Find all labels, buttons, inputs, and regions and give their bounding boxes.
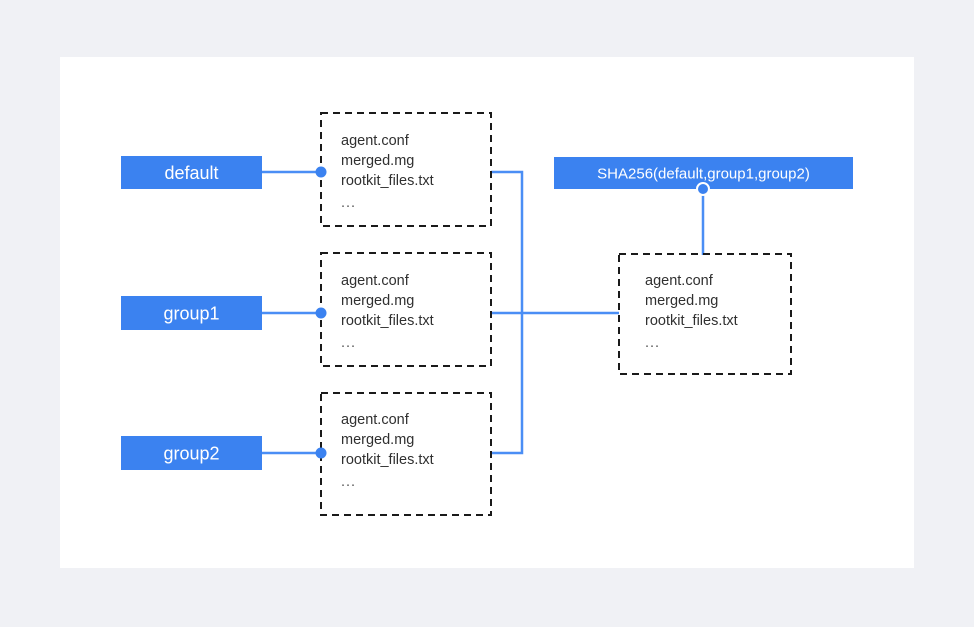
- files-box-merged: agent.conf merged.mg rootkit_files.txt .…: [618, 253, 792, 375]
- files-box-default-ellipsis: ...: [341, 195, 356, 211]
- files-box-group1-line-1: agent.conf: [341, 273, 410, 289]
- connector-dot-default: [315, 166, 327, 178]
- files-box-default-line-1: agent.conf: [341, 133, 410, 149]
- pill-group2[interactable]: [121, 436, 262, 470]
- connector-dot-hash: [696, 182, 710, 196]
- files-box-merged-ellipsis: ...: [645, 335, 660, 351]
- files-box-group2-ellipsis: ...: [341, 474, 356, 490]
- files-box-group2-line-1: agent.conf: [341, 412, 410, 428]
- files-box-default: agent.conf merged.mg rootkit_files.txt .…: [320, 112, 492, 227]
- files-box-default-line-3: rootkit_files.txt: [341, 173, 434, 189]
- hash-box-label: SHA256(default,group1,group2): [597, 166, 810, 183]
- files-box-group1-line-2: merged.mg: [341, 293, 414, 309]
- connector-dot-group2: [315, 447, 327, 459]
- connector-group: [262, 170, 705, 455]
- pill-group1-label: group1: [163, 304, 219, 324]
- files-box-group2-line-2: merged.mg: [341, 432, 414, 448]
- connector-group2-trunk: [491, 313, 524, 455]
- pill-default-label: default: [164, 163, 218, 183]
- pill-group2-label: group2: [163, 444, 219, 464]
- files-box-merged-line-1: agent.conf: [645, 273, 714, 289]
- files-box-group1: agent.conf merged.mg rootkit_files.txt .…: [320, 252, 492, 367]
- connector-default-trunk: [491, 170, 524, 313]
- files-box-merged-line-3: rootkit_files.txt: [645, 313, 738, 329]
- files-box-group2: agent.conf merged.mg rootkit_files.txt .…: [320, 392, 492, 516]
- source-node-default[interactable]: default: [121, 156, 262, 189]
- source-node-group2[interactable]: group2: [121, 436, 262, 470]
- files-box-merged-line-2: merged.mg: [645, 293, 718, 309]
- files-box-merged-border: [618, 253, 792, 375]
- files-box-group1-ellipsis: ...: [341, 335, 356, 351]
- connector-dot-group1: [315, 307, 327, 319]
- pill-group1[interactable]: [121, 296, 262, 330]
- pill-default[interactable]: [121, 156, 262, 189]
- source-node-group1[interactable]: group1: [121, 296, 262, 330]
- connector-dot-group: [315, 166, 710, 459]
- files-box-default-line-2: merged.mg: [341, 153, 414, 169]
- files-box-group1-line-3: rootkit_files.txt: [341, 313, 434, 329]
- files-box-group2-line-3: rootkit_files.txt: [341, 452, 434, 468]
